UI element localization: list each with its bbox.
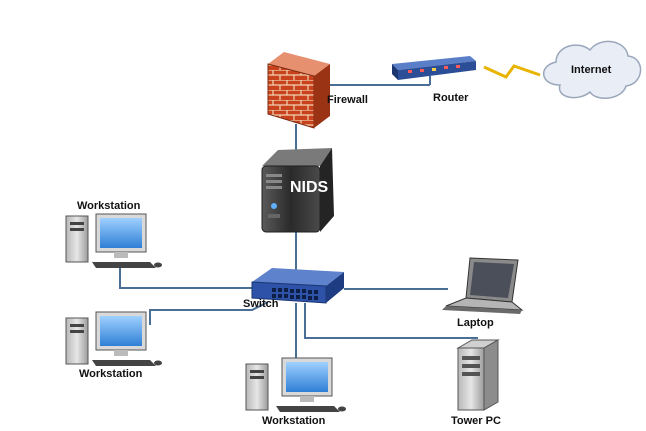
router-icon [392, 56, 476, 80]
workstation-top-icon [65, 213, 162, 268]
workstation-top-label: Workstation [77, 200, 141, 212]
link-switch-workstation-left [149, 301, 269, 325]
internet-label: Internet [571, 64, 612, 76]
nids-server-icon [261, 148, 334, 233]
laptop-icon [442, 257, 524, 314]
laptop-label: Laptop [457, 317, 494, 329]
workstation-left-icon [65, 311, 162, 366]
router-label: Router [433, 92, 469, 104]
workstation-bottom-icon [245, 357, 346, 412]
firewall-icon [267, 52, 330, 129]
connections [119, 76, 478, 362]
internet-cloud-icon [543, 40, 642, 99]
firewall-label: Firewall [327, 94, 368, 106]
link-switch-tower [304, 303, 478, 339]
tower-pc-icon [456, 339, 500, 411]
nids-label: NIDS [290, 179, 329, 196]
link-switch-workstation-top [119, 266, 252, 289]
switch-icon [251, 268, 344, 304]
tower-pc-label: Tower PC [451, 415, 501, 427]
wireless-lightning [483, 64, 541, 79]
workstation-bottom-label: Workstation [262, 415, 326, 427]
workstation-left-label: Workstation [79, 368, 143, 380]
switch-label: Switch [243, 298, 279, 310]
